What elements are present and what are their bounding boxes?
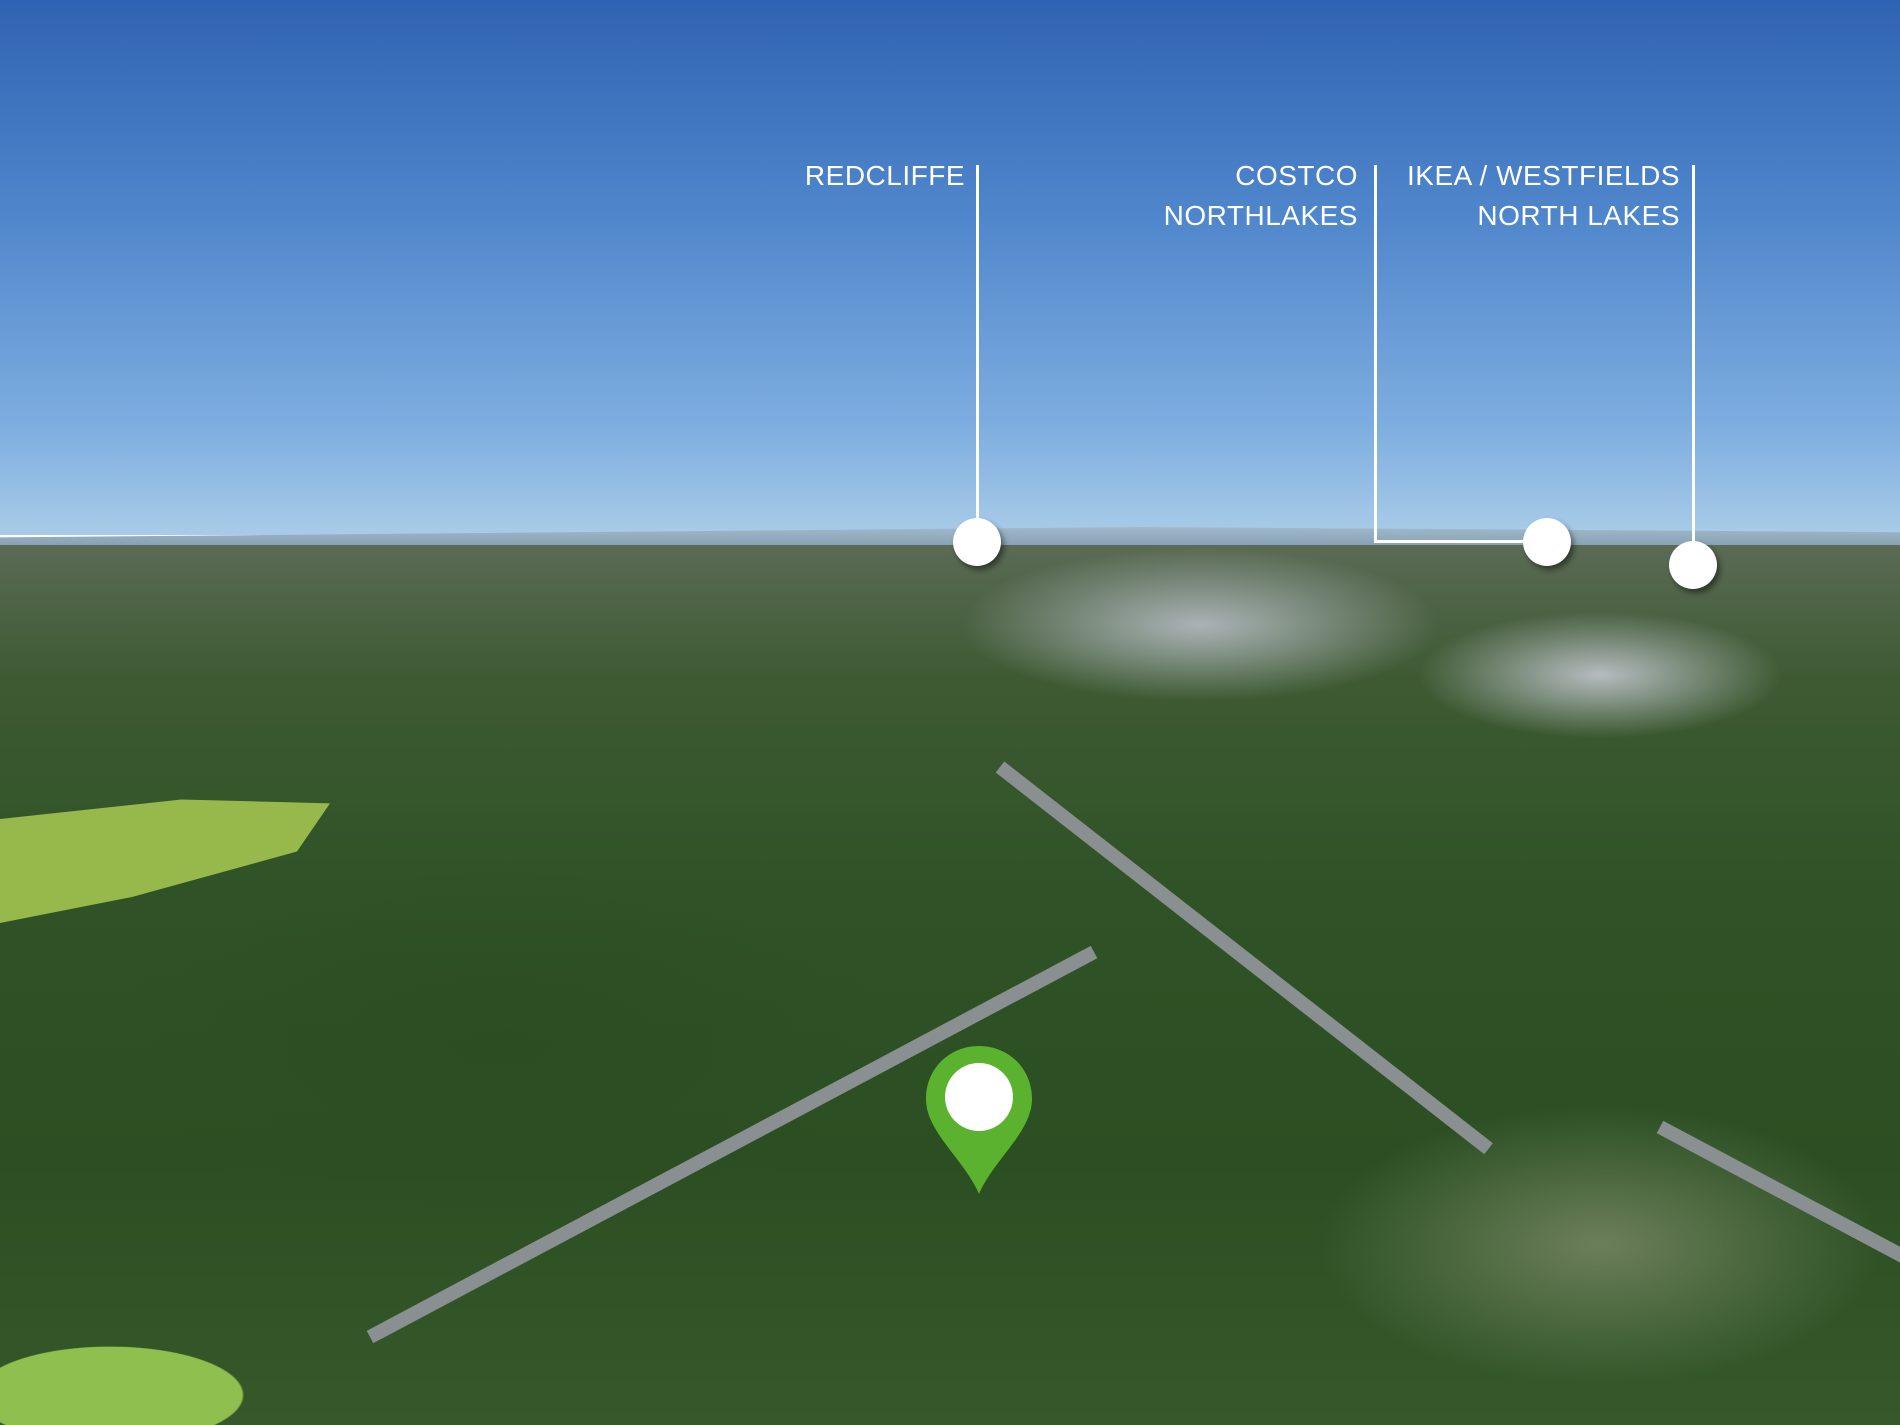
sky	[0, 0, 1900, 535]
ikea-marker	[1669, 541, 1717, 589]
costco-marker	[1523, 518, 1571, 566]
costco-leader-connector	[1374, 540, 1534, 543]
redcliffe-leader-line	[976, 165, 979, 535]
redcliffe-marker	[953, 518, 1001, 566]
aerial-landscape	[0, 545, 1900, 1425]
ikea-leader-line	[1692, 165, 1695, 555]
label-costco-northlakes: COSTCO NORTHLAKES	[1163, 160, 1358, 231]
label-ikea-westfields: IKEA / WESTFIELDS NORTH LAKES	[1406, 160, 1680, 231]
costco-leader-line	[1374, 165, 1377, 543]
property-location-pin-icon	[926, 1046, 1032, 1194]
label-redcliffe: REDCLIFFE	[804, 160, 965, 191]
